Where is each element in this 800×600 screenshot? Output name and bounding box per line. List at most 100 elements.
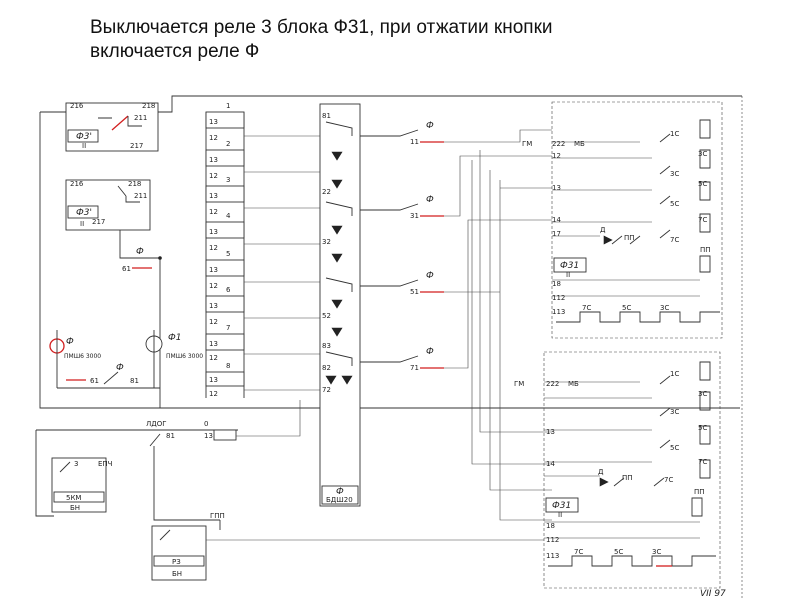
block2-down-wire xyxy=(119,230,160,259)
label-f-61: Ф xyxy=(136,247,144,257)
label-pp-u: ПП xyxy=(700,246,711,254)
step-1-12: 12 xyxy=(209,134,218,142)
right-lower-block xyxy=(543,351,721,589)
step-1-13: 13 xyxy=(209,118,218,126)
frame-left-wire xyxy=(39,112,740,409)
label-217b: 217 xyxy=(92,218,105,226)
label-d-l: Д xyxy=(598,468,604,476)
label-resistor-2: ПМШ6 3000 xyxy=(166,353,203,360)
step-7-13: 13 xyxy=(209,340,218,348)
step-5-13: 13 xyxy=(209,266,218,274)
label-3c-l: 3С xyxy=(698,390,707,398)
label-112-lower: 112 xyxy=(546,536,559,544)
step-num-7: 7 xyxy=(226,324,230,332)
label-3c-l2: 3С xyxy=(670,408,679,416)
label-12-upper: 12 xyxy=(552,152,561,160)
label-216: 216 xyxy=(70,102,84,110)
label-pp-l2: ПП xyxy=(622,474,633,482)
label-216b: 216 xyxy=(70,180,84,188)
label-3c-u: 3С xyxy=(698,150,707,158)
step-num-2: 2 xyxy=(226,140,230,148)
label-f31-lower-roman: II xyxy=(558,511,562,519)
kv-block-label: 5КМ xyxy=(66,494,81,502)
label-211b: 211 xyxy=(134,192,147,200)
slide-title: Выключается реле 3 блока Ф31, при отжати… xyxy=(90,16,730,64)
diode-chain xyxy=(325,151,353,385)
label-17-upper: 17 xyxy=(552,230,561,238)
step-relay-3: 3 13 12 xyxy=(205,176,245,216)
label-5c-u: 5С xyxy=(698,180,707,188)
label-ldg: ЛДОГ xyxy=(146,420,167,428)
relay-block-top-2 xyxy=(65,179,151,231)
label-222-1: 222 xyxy=(552,140,565,148)
label-mb-2: МБ xyxy=(568,380,579,388)
upper-chain-wire xyxy=(556,311,720,323)
label-3c-uc: 3С xyxy=(660,304,669,312)
wire-to-contact-11 xyxy=(360,129,419,137)
pz-block-label-box xyxy=(153,555,205,567)
lower-coils xyxy=(691,361,711,517)
kv-block-sublabel: БН xyxy=(70,504,80,512)
diode-7 xyxy=(325,375,337,385)
upper-diode-d xyxy=(603,235,613,245)
label-218: 218 xyxy=(142,102,155,110)
wire-to-contact-31 xyxy=(360,203,419,211)
label-11: 11 xyxy=(410,138,419,146)
diode-label-22: 22 xyxy=(322,188,331,196)
label-epch: ЕПЧ xyxy=(98,460,113,468)
lower-diode-d xyxy=(599,477,609,487)
label-7c-l2: 7С xyxy=(664,476,673,484)
label-81: 81 xyxy=(130,377,139,385)
bus-from-contacts xyxy=(444,129,552,521)
label-7c-u: 7С xyxy=(698,216,707,224)
pz-block-sublabel: БН xyxy=(172,570,182,578)
ldg-switch xyxy=(149,433,161,447)
label-f-71: Ф xyxy=(426,347,434,357)
label-61b: 61 xyxy=(90,377,99,385)
diode-6 xyxy=(331,327,343,337)
label-7c-l: 7С xyxy=(698,458,707,466)
contact-81-switch xyxy=(103,371,119,385)
kv-switch xyxy=(59,461,71,473)
label-31: 31 xyxy=(410,212,419,220)
upper-coils xyxy=(699,119,711,273)
lower-switches xyxy=(613,375,671,487)
coil-wires xyxy=(56,330,160,389)
step-4-12: 12 xyxy=(209,244,218,252)
label-5c-l2: 5С xyxy=(670,444,679,452)
diode-label-81: 81 xyxy=(322,112,331,120)
step-to-diode-wires xyxy=(244,135,320,391)
step-num-1: 1 xyxy=(226,102,230,110)
label-pp-l: ПП xyxy=(694,488,705,496)
relay-block-top-2-inner xyxy=(67,205,99,219)
label-51: 51 xyxy=(410,288,419,296)
label-7c-uc: 7С xyxy=(582,304,591,312)
contact-211-wire xyxy=(98,116,142,127)
lower-step-contacts: 1С 3С 3С 5С 5С 7С 7С ПП ПП Д xyxy=(598,361,711,517)
diode-4 xyxy=(331,253,343,263)
label-f-coil: Ф xyxy=(66,337,74,347)
wire-to-contact-71 xyxy=(360,355,419,363)
label-roman-top-2: II xyxy=(80,220,84,228)
label-3c-u2: 3С xyxy=(670,170,679,178)
label-resistor-1: ПМШ6 3000 xyxy=(64,353,101,360)
step-4-13: 13 xyxy=(209,228,218,236)
label-113-lower: 113 xyxy=(546,552,559,560)
label-f3-top-2: Ф3' xyxy=(76,208,92,218)
step-relay-6: 6 13 12 xyxy=(205,286,245,326)
step-2-12: 12 xyxy=(209,172,218,180)
label-18-upper: 18 xyxy=(552,280,561,288)
diode-1 xyxy=(331,151,343,161)
label-f31-upper: Ф31 xyxy=(560,261,579,271)
label-112-upper: 112 xyxy=(552,294,565,302)
label-gpp: ГПП xyxy=(210,512,225,520)
label-81-ldg: 81 xyxy=(166,432,175,440)
label-5c-uc: 5С xyxy=(622,304,631,312)
label-113-upper: 113 xyxy=(552,308,565,316)
diode-8 xyxy=(341,375,353,385)
label-13-ldg: 13 xyxy=(204,432,213,440)
contact-218-wire xyxy=(117,185,140,203)
title-line-2: включается реле Ф xyxy=(90,41,260,62)
label-14-lower: 14 xyxy=(546,460,555,468)
label-222-2: 222 xyxy=(546,380,559,388)
